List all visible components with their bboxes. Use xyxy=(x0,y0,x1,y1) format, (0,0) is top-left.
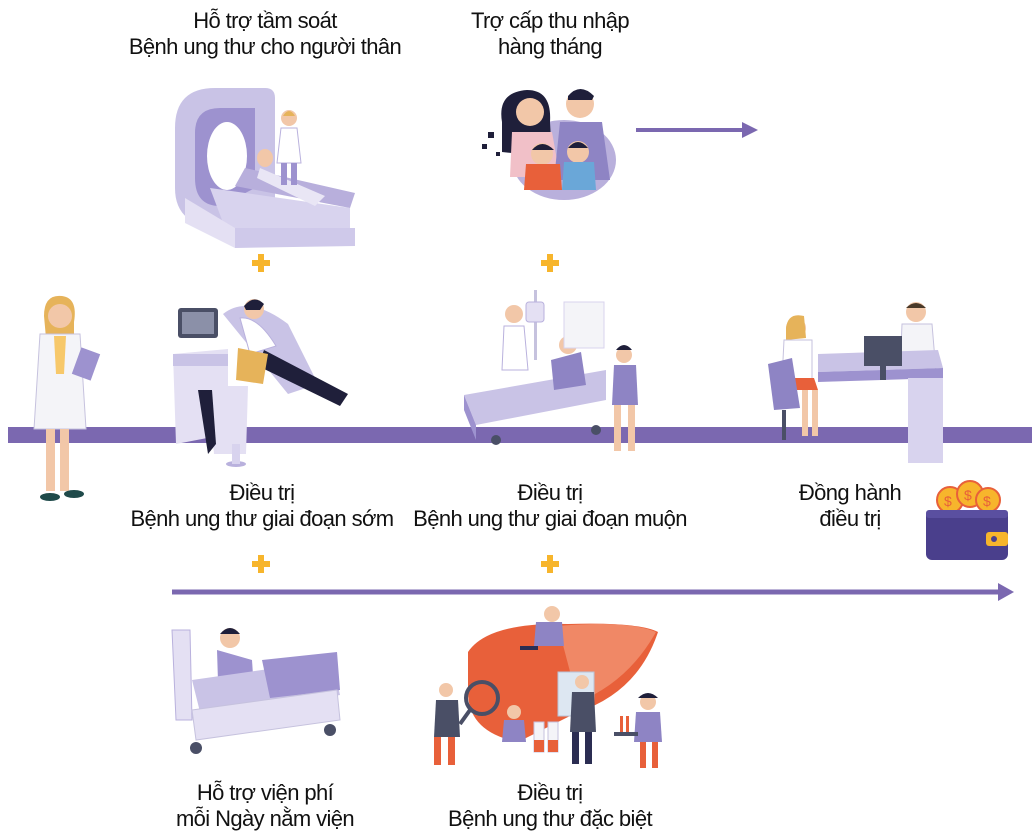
early-line2: Bệnh ung thư giai đoạn sớm xyxy=(130,506,394,531)
plus-icon xyxy=(541,555,559,573)
ultrasound-illustration xyxy=(173,299,348,467)
patient-bed-illustration xyxy=(171,628,341,754)
consultation-illustration xyxy=(768,302,943,463)
svg-text:$: $ xyxy=(944,493,952,509)
plus-icon xyxy=(541,254,559,272)
hospital-bed-illustration xyxy=(464,290,638,451)
hospital-caption: Hỗ trợ viện phí mỗi Ngày nằm viện xyxy=(140,780,390,832)
companion-caption: Đồng hành điều trị xyxy=(780,480,920,532)
late-line1: Điều trị xyxy=(517,480,583,505)
hospital-line2: mỗi Ngày nằm viện xyxy=(175,806,355,831)
special-line2: Bệnh ung thư đặc biệt xyxy=(448,806,653,831)
income-line2: hàng tháng xyxy=(497,34,603,59)
plus-icon xyxy=(252,555,270,573)
wallet-icon: $ $ $ xyxy=(926,480,1008,560)
plus-icon xyxy=(252,254,270,272)
screening-line2: Bệnh ung thư cho người thân xyxy=(128,34,402,59)
late-line2: Bệnh ung thư giai đoạn muộn xyxy=(413,506,687,531)
special-caption: Điều trị Bệnh ung thư đặc biệt xyxy=(410,780,690,832)
svg-text:$: $ xyxy=(964,487,972,503)
family-illustration xyxy=(482,89,616,200)
mri-scanner-illustration xyxy=(175,88,355,248)
special-line1: Điều trị xyxy=(517,780,583,805)
companion-line2: điều trị xyxy=(819,506,881,531)
svg-text:$: $ xyxy=(983,493,991,509)
screening-line1: Hỗ trợ tầm soát xyxy=(193,8,337,33)
late-caption: Điều trị Bệnh ung thư giai đoạn muộn xyxy=(400,480,700,532)
doctor-illustration xyxy=(33,295,101,501)
companion-line1: Đồng hành xyxy=(798,480,902,505)
early-caption: Điều trị Bệnh ung thư giai đoạn sớm xyxy=(112,480,412,532)
early-line1: Điều trị xyxy=(229,480,295,505)
income-caption: Trợ cấp thu nhập hàng tháng xyxy=(440,8,660,60)
income-line1: Trợ cấp thu nhập xyxy=(470,8,630,33)
screening-caption: Hỗ trợ tầm soát Bệnh ung thư cho người t… xyxy=(110,8,420,60)
liver-research-illustration xyxy=(434,606,662,768)
hospital-line1: Hỗ trợ viện phí xyxy=(196,780,334,805)
